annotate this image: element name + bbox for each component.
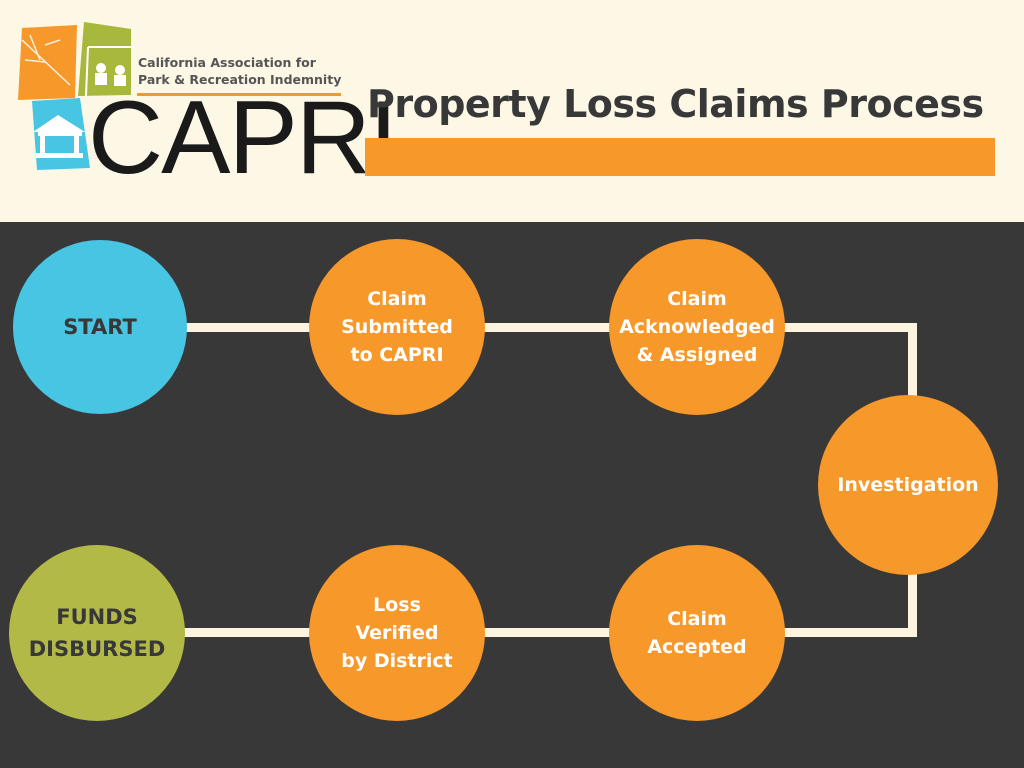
logo-divider xyxy=(137,93,341,96)
step-claim-accepted: Claim Accepted xyxy=(609,545,785,721)
capri-logo xyxy=(18,22,134,170)
step-claim-submitted: Claim Submitted to CAPRI xyxy=(309,239,485,415)
logo-acronym: CAPRI xyxy=(88,80,398,196)
page-title: Property Loss Claims Process xyxy=(367,82,984,126)
logo-org-name-line2: Park & Recreation Indemnity xyxy=(138,72,342,87)
connector xyxy=(180,323,320,332)
palm-tile-icon xyxy=(18,25,77,100)
logo-org-name-line1: California Association for xyxy=(138,55,316,70)
step-claim-acknowledged: Claim Acknowledged & Assigned xyxy=(609,239,785,415)
connector xyxy=(480,323,620,332)
connector xyxy=(480,628,620,637)
title-underline-bar xyxy=(365,138,995,176)
step-funds-disbursed: FUNDS DISBURSED xyxy=(9,545,185,721)
step-start: START xyxy=(13,240,187,414)
step-investigation: Investigation xyxy=(818,395,998,575)
connector xyxy=(780,628,917,637)
connector xyxy=(908,323,917,403)
step-loss-verified: Loss Verified by District xyxy=(309,545,485,721)
header-band xyxy=(0,0,1024,222)
connector xyxy=(780,323,917,332)
connector xyxy=(908,565,917,637)
connector xyxy=(180,628,320,637)
